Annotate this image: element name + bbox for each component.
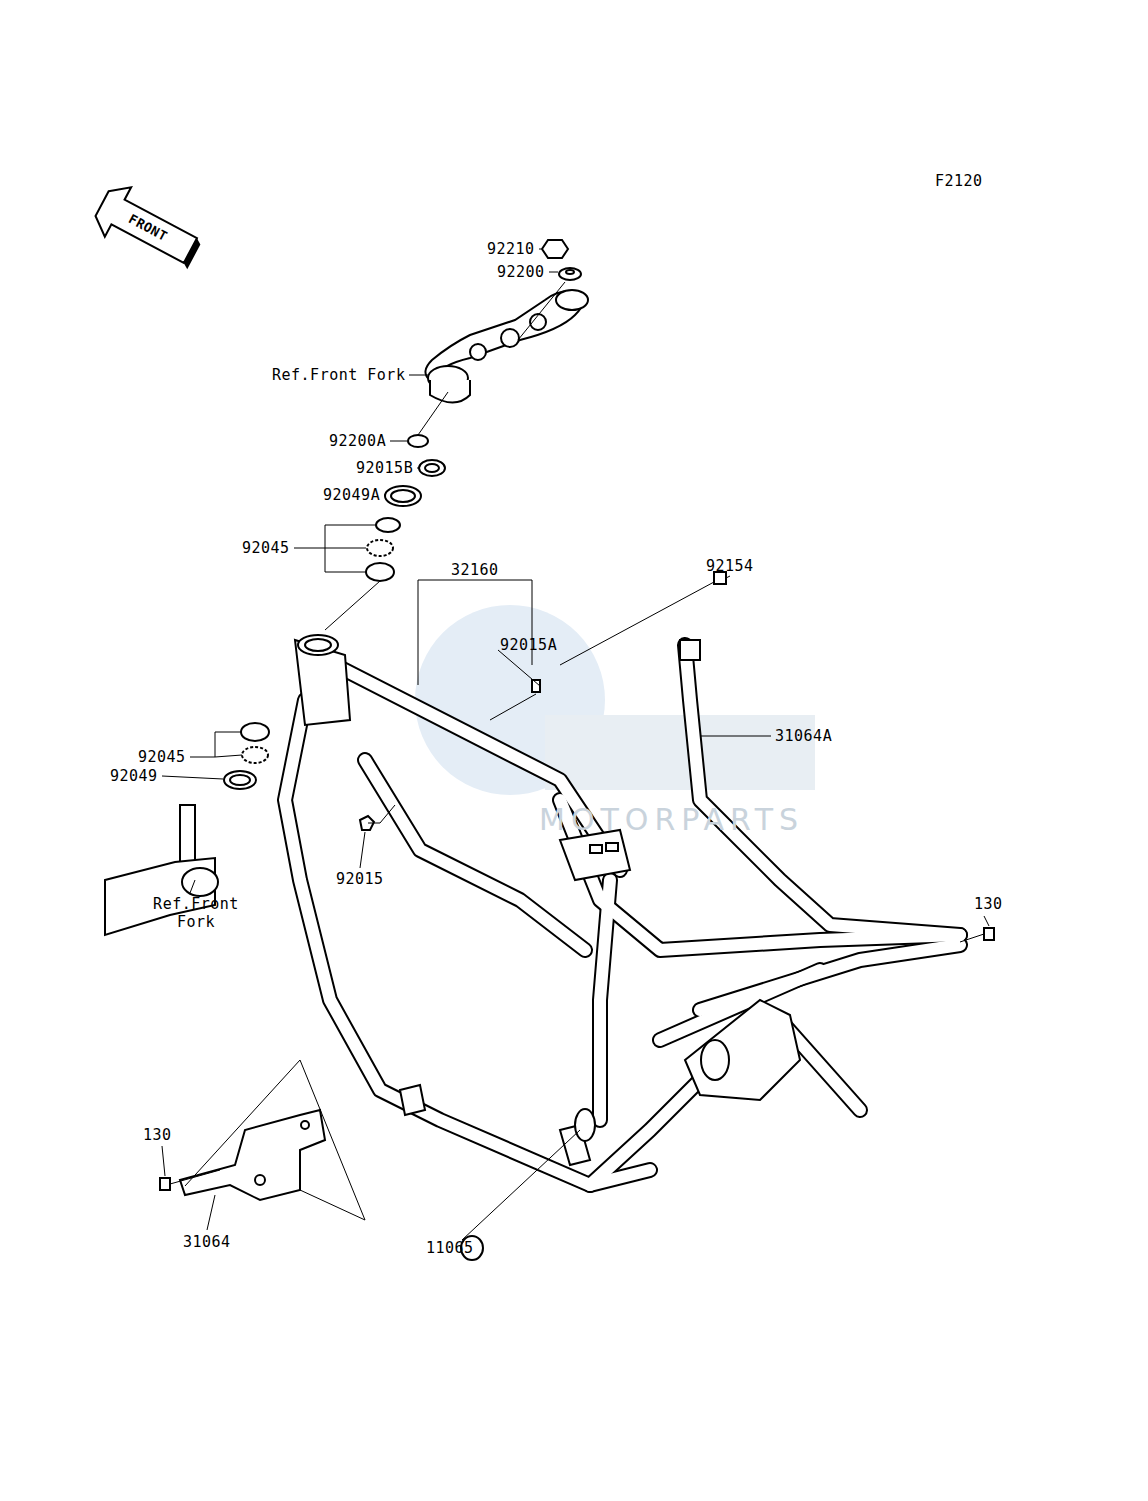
callout-number: Ref.Front Fork: [272, 366, 405, 384]
callout-number: 92200: [497, 263, 545, 281]
callout-number: 11065: [426, 1239, 474, 1257]
callout-number: 92200A: [329, 432, 386, 450]
callout-number: 32160: [451, 561, 499, 579]
callout-number: 31064: [183, 1233, 231, 1251]
callout-number: 92154: [706, 557, 754, 575]
callout-number: 130: [143, 1126, 172, 1144]
callout-number: F2120: [935, 172, 983, 190]
callout-number: 92045: [242, 539, 290, 557]
callout-number: 92049: [110, 767, 158, 785]
frame-details: [295, 635, 800, 1165]
callout-number: Ref.Front Fork: [146, 895, 246, 931]
callout-number: 92015A: [500, 636, 557, 654]
callout-number: 92210: [487, 240, 535, 258]
callout-number: 130: [974, 895, 1003, 913]
callout-number: 92015B: [356, 459, 413, 477]
leader-lines: [162, 249, 989, 1240]
callout-number: 31064A: [775, 727, 832, 745]
steering-parts: [105, 240, 994, 1260]
callout-number: 92015: [336, 870, 384, 888]
watermark: MOTORPARTS: [539, 811, 804, 829]
front-arrow: [89, 179, 209, 278]
watermark-logo: [545, 715, 815, 790]
callout-number: 92049A: [323, 486, 380, 504]
callout-number: 92045: [138, 748, 186, 766]
frame-tubes: [285, 645, 960, 1185]
